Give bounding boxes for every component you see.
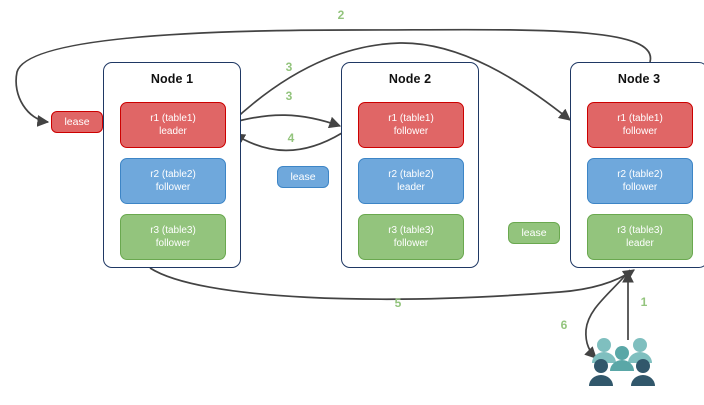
edge-step-3b: [230, 114, 342, 129]
replica-line2: leader: [159, 126, 187, 137]
replica-line2: follower: [155, 182, 191, 193]
node-node3[interactable]: Node 3 r1 (table1) follower r2 (table2) …: [570, 62, 704, 268]
node-title: Node 3: [617, 72, 661, 86]
replica-line2: follower: [155, 238, 191, 249]
replica-line2: follower: [393, 126, 429, 137]
step-label-1: 1: [640, 295, 648, 309]
replica-line2: leader: [626, 238, 654, 249]
step-label-3b: 3: [285, 89, 293, 103]
replica-n1r2[interactable]: r2 (table2) follower: [120, 158, 226, 204]
replica-line2: follower: [622, 126, 658, 137]
replica-line2: follower: [393, 238, 429, 249]
edge-step-5: [149, 267, 635, 300]
replica-n3r3[interactable]: r3 (table3) leader: [587, 214, 693, 260]
replica-n2r2[interactable]: r2 (table2) leader: [358, 158, 464, 204]
replica-n3r1[interactable]: r1 (table1) follower: [587, 102, 693, 148]
replica-n2r3[interactable]: r3 (table3) follower: [358, 214, 464, 260]
replica-line2: follower: [622, 182, 658, 193]
lease-box-middle[interactable]: lease: [277, 166, 329, 188]
replica-n1r3[interactable]: r3 (table3) follower: [120, 214, 226, 260]
replica-n3r2[interactable]: r2 (table2) follower: [587, 158, 693, 204]
step-label-3a: 3: [285, 60, 293, 74]
replica-line2: leader: [397, 182, 425, 193]
node-title: Node 2: [388, 72, 432, 86]
replica-line1: r1 (table1): [388, 113, 434, 124]
replica-line1: r3 (table3): [388, 225, 434, 236]
lease-box-right[interactable]: lease: [508, 222, 560, 244]
replica-line1: r1 (table1): [150, 113, 196, 124]
replica-line1: r2 (table2): [617, 169, 663, 180]
replica-line1: r3 (table3): [150, 225, 196, 236]
replica-line1: r2 (table2): [150, 169, 196, 180]
replica-line1: r1 (table1): [617, 113, 663, 124]
node-title: Node 1: [150, 72, 194, 86]
step-label-6: 6: [560, 318, 568, 332]
step-label-2: 2: [337, 8, 345, 22]
replica-n2r1[interactable]: r1 (table1) follower: [358, 102, 464, 148]
step-label-5: 5: [394, 296, 402, 310]
node-node1[interactable]: Node 1 r1 (table1) leader r2 (table2) fo…: [103, 62, 241, 268]
replica-line1: r3 (table3): [617, 225, 663, 236]
people-group-icon: [589, 338, 655, 386]
replica-line1: r2 (table2): [388, 169, 434, 180]
replica-n1r1[interactable]: r1 (table1) leader: [120, 102, 226, 148]
node-node2[interactable]: Node 2 r1 (table1) follower r2 (table2) …: [341, 62, 479, 268]
lease-box-left[interactable]: lease: [51, 111, 103, 133]
step-label-4: 4: [287, 131, 295, 145]
